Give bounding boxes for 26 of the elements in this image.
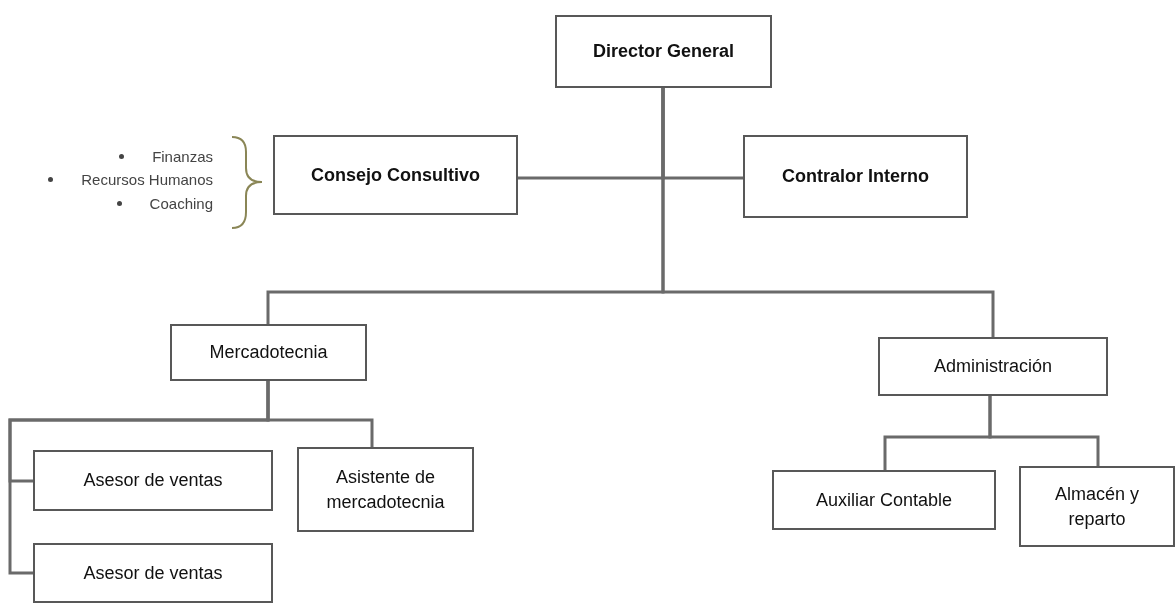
position-box [1019,466,1175,547]
position-box [555,15,772,88]
position-title: Auxiliar Contable [815,488,953,512]
position-title: Almacén y reparto [1053,483,1140,531]
position-box [273,135,518,215]
position-title: Consejo Consultivo [311,163,480,187]
position-box [878,337,1108,396]
position-box [772,470,996,530]
position-title: Director General [592,40,735,64]
position-title: Asesor de ventas [83,469,223,493]
connector-line [8,381,270,575]
connector-line [661,88,995,337]
list-item: Recursos Humanos [81,171,213,188]
position-title: Administración [933,355,1052,379]
position-box [170,324,367,381]
position-box [33,450,273,511]
position-title: Asistente de mercadotecnia [325,466,446,514]
position-title: Asesor de ventas [83,561,223,585]
list-item: Coaching [149,195,213,212]
connector-line [988,396,1100,466]
list-item: Finanzas [152,148,213,165]
position-title: Mercadotecnia [209,341,328,365]
position-box [297,447,474,532]
position-box [743,135,968,218]
position-title: Contralor Interno [782,165,929,189]
position-box [33,543,273,603]
